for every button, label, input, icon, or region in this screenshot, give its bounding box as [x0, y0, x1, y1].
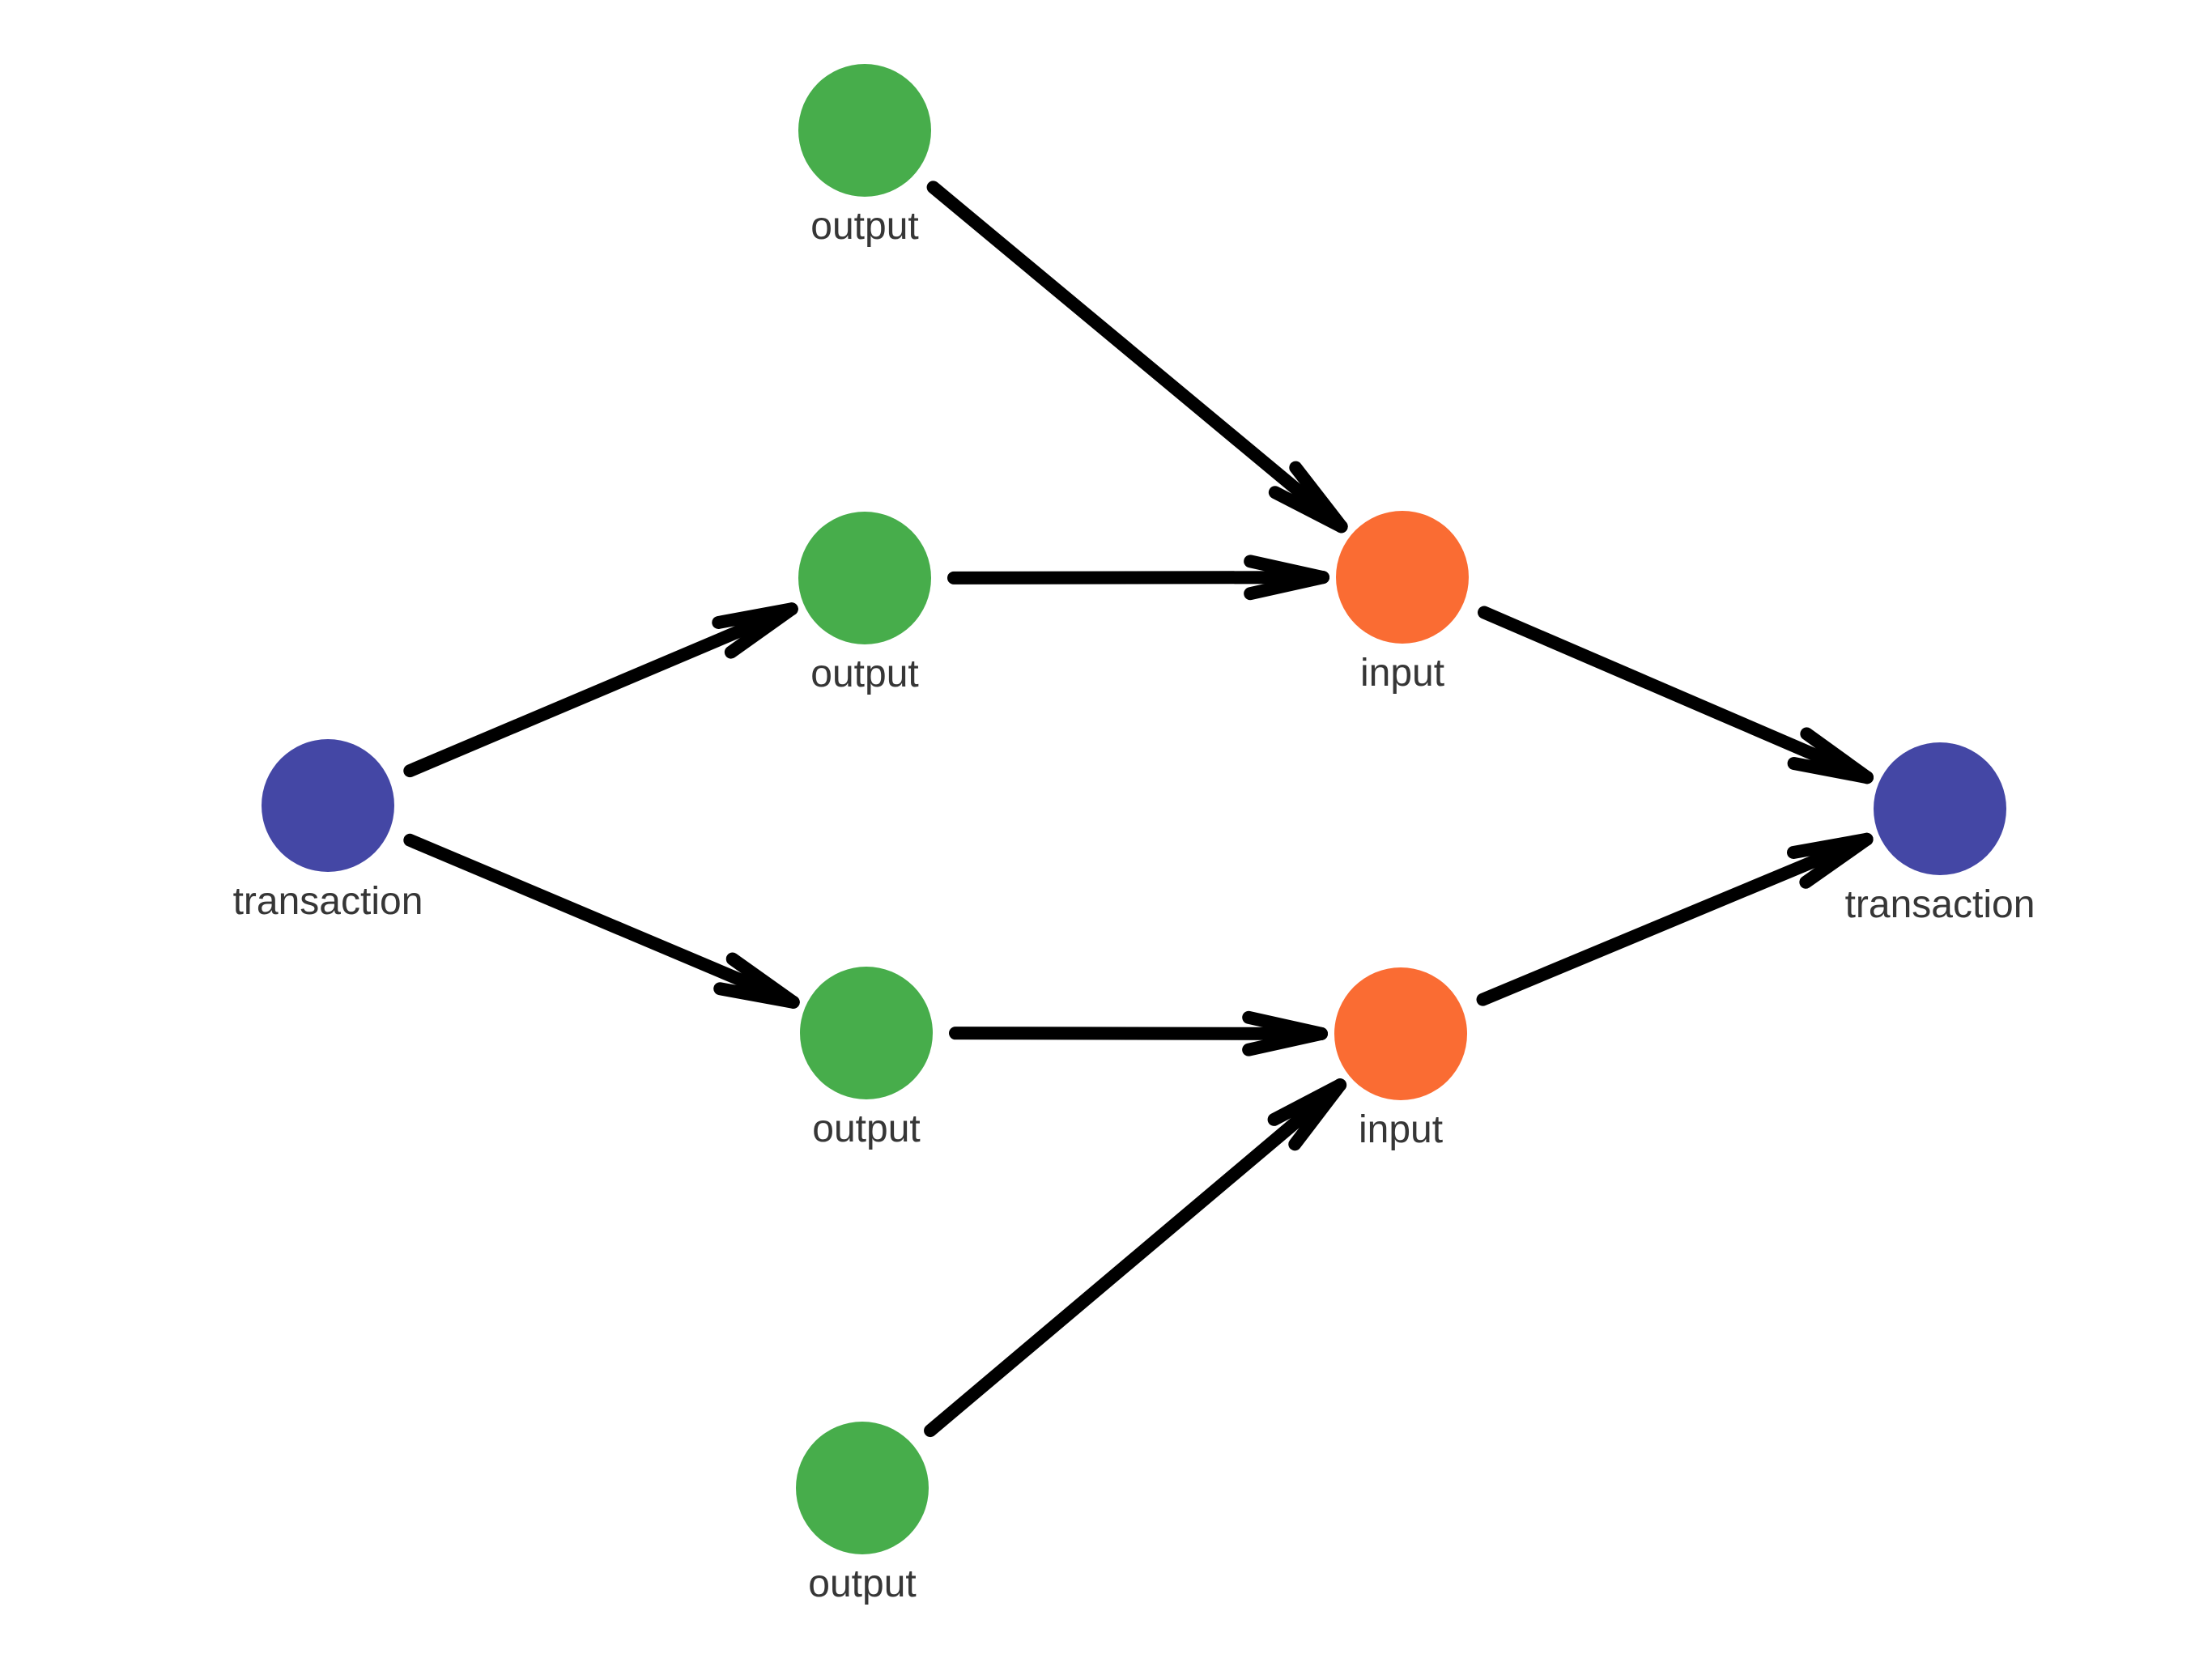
node-output-bottom: output	[796, 1422, 929, 1605]
node-transaction-left: transaction	[233, 739, 423, 923]
node-input-top: input	[1336, 511, 1469, 695]
transaction-node-label: transaction	[233, 880, 423, 923]
arrowhead-barb-b	[1800, 727, 1874, 784]
input-node-label: input	[1360, 652, 1444, 695]
arrow-shaft	[1476, 832, 1874, 1006]
arrowhead-barb-b	[712, 602, 798, 629]
transaction-node-circle	[1874, 742, 2006, 875]
arrow-shaft	[1478, 606, 1874, 784]
node-output-middle: output	[798, 512, 931, 695]
arrow-shaft	[926, 181, 1348, 534]
arrowhead-barb-b	[1787, 832, 1874, 859]
arrowhead-barb-b	[725, 952, 800, 1009]
arrow-shaft	[403, 833, 800, 1009]
arrowhead-barb-b	[1267, 1078, 1347, 1126]
output-node-circle	[798, 64, 931, 197]
input-node-circle	[1336, 511, 1469, 644]
output-node-label: output	[810, 205, 918, 248]
transaction-node-label: transaction	[1845, 883, 2035, 926]
arrow-shaft	[924, 1078, 1347, 1438]
output-node-circle	[798, 512, 931, 644]
arrowhead-barb-b	[1244, 555, 1330, 585]
arrowhead-barb-b	[1242, 1010, 1329, 1040]
arrow-output-middle-to-input-top	[946, 555, 1330, 601]
arrow-shaft	[403, 602, 798, 778]
node-transaction-right: transaction	[1845, 742, 2035, 926]
arrow-shaft	[946, 571, 1330, 585]
node-output-top: output	[798, 64, 931, 248]
output-node-label: output	[812, 1107, 920, 1150]
arrow-shaft	[948, 1027, 1329, 1040]
arrowhead-barb-b	[1289, 461, 1348, 534]
node-input-bottom: input	[1334, 967, 1467, 1151]
output-node-circle	[800, 967, 933, 1099]
arrow-output-bottom-to-input-bottom	[924, 1078, 1347, 1438]
input-node-circle	[1334, 967, 1467, 1100]
arrow-output-top-to-input-top	[926, 181, 1348, 534]
output-node-label: output	[808, 1562, 916, 1605]
arrow-transaction-left-to-output-lower	[403, 833, 800, 1009]
arrow-input-bottom-to-transaction-right	[1476, 832, 1874, 1006]
node-output-lower: output	[800, 967, 933, 1150]
output-node-label: output	[810, 653, 918, 695]
input-node-label: input	[1359, 1108, 1443, 1151]
arrow-output-lower-to-input-bottom	[948, 1010, 1329, 1056]
arrow-input-top-to-transaction-right	[1478, 606, 1874, 784]
output-node-circle	[796, 1422, 929, 1554]
transaction-node-circle	[262, 739, 394, 872]
arrow-transaction-left-to-output-middle	[403, 602, 798, 778]
